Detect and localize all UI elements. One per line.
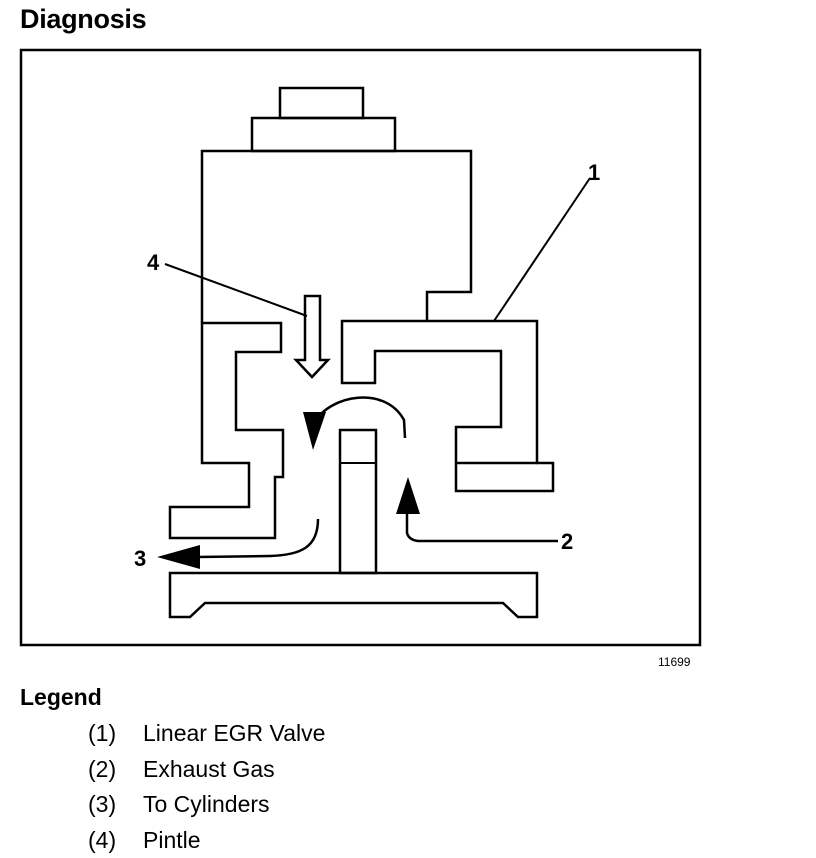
solenoid-collar: [250, 116, 397, 153]
flow-arc: [313, 396, 407, 439]
cylinder-flow-arrowhead: [157, 545, 200, 569]
callout-2: 2: [561, 529, 573, 554]
legend-label: To Cylinders: [143, 791, 270, 817]
callout-1: 1: [588, 160, 600, 185]
legend-item: (1) Linear EGR Valve: [88, 716, 325, 752]
exhaust-flow-line: [405, 514, 558, 543]
legend-number: (2): [88, 755, 117, 782]
callout-4-leader: [164, 263, 308, 317]
figure-id: 11699: [658, 655, 691, 669]
right-housing-wall: [340, 319, 555, 493]
legend-number: (1): [88, 720, 117, 746]
legend-item: (2) Exhaust Gas: [88, 752, 325, 788]
legend-number: (4): [88, 826, 117, 853]
solenoid-cap: [278, 86, 365, 120]
callout-1-leader: [493, 177, 591, 322]
pintle-arrow: [293, 294, 331, 379]
flow-arc-arrowhead: [303, 412, 326, 450]
legend-label: Linear EGR Valve: [143, 720, 326, 746]
left-housing-wall: [168, 321, 285, 540]
legend-item: (4) Pintle: [88, 823, 325, 858]
callout-3: 3: [134, 546, 146, 571]
pintle-stem: [338, 428, 378, 575]
legend-number: (3): [88, 791, 117, 817]
cylinder-flow-line: [197, 518, 320, 559]
legend-list: (1) Linear EGR Valve (2) Exhaust Gas (3) To…: [88, 716, 325, 858]
valve-base: [168, 571, 539, 619]
legend-label: Pintle: [143, 826, 201, 853]
solenoid-body: [200, 149, 473, 323]
exhaust-flow-arrowhead: [396, 477, 420, 514]
legend-item: (3) To Cylinders: [88, 787, 325, 823]
callout-4: 4: [147, 250, 160, 275]
legend-heading: Legend: [20, 684, 102, 710]
page-title: Diagnosis: [20, 4, 147, 34]
legend-label: Exhaust Gas: [143, 755, 275, 782]
diagram-frame: [19, 48, 702, 647]
